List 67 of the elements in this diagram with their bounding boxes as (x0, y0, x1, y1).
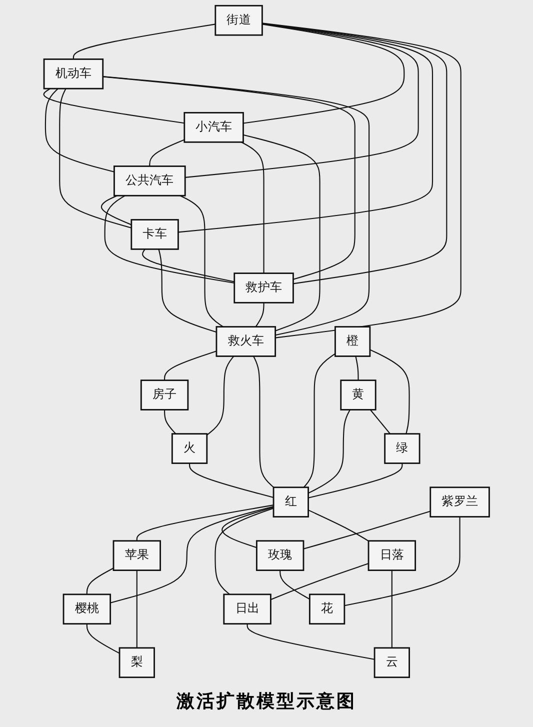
node-box: 绿 (384, 433, 420, 464)
connector (149, 139, 185, 166)
connector (142, 248, 234, 282)
connector (136, 570, 138, 648)
connector (206, 356, 234, 436)
connector (308, 463, 403, 498)
node-box: 火 (171, 433, 208, 464)
node-box: 房子 (140, 380, 189, 410)
connector (308, 510, 369, 542)
connector (303, 510, 431, 550)
connector (164, 350, 217, 380)
connector (303, 353, 336, 488)
connector (241, 142, 264, 274)
connector (280, 570, 310, 600)
connector (243, 24, 405, 124)
connector (100, 195, 132, 226)
connector (370, 409, 391, 434)
connector (308, 409, 351, 494)
connector (102, 76, 356, 280)
connector (189, 463, 274, 498)
node-box: 街道 (214, 4, 263, 36)
connector (344, 516, 460, 606)
node-box: 梨 (118, 647, 155, 678)
connector (72, 24, 216, 60)
connector (44, 88, 114, 172)
connector (214, 508, 274, 595)
node-box: 机动车 (43, 58, 104, 90)
connector (355, 356, 359, 380)
node-box: 红 (272, 486, 309, 518)
node-box: 云 (374, 647, 410, 678)
node-box: 玫瑰 (256, 540, 304, 571)
connector (104, 195, 234, 284)
connector (270, 563, 369, 600)
connector (243, 134, 320, 332)
connector (246, 624, 375, 660)
connector (102, 76, 370, 336)
connector (185, 23, 419, 178)
connector (136, 504, 274, 541)
connector (253, 356, 274, 488)
connector (86, 624, 120, 654)
node-box: 救护车 (234, 272, 294, 304)
connector (262, 22, 462, 338)
connector (370, 349, 410, 434)
connector (164, 410, 176, 434)
connector (222, 506, 274, 548)
node-box: 黄 (340, 380, 376, 410)
node-box: 紫罗兰 (430, 486, 490, 518)
figure-caption: 激活扩散模型示意图 (176, 690, 356, 714)
node-box: 日出 (223, 594, 272, 625)
node-box: 救火车 (216, 326, 276, 357)
connector (391, 570, 392, 648)
connector (110, 506, 274, 604)
node-box: 花 (308, 594, 346, 625)
node-box: 公共汽车 (114, 166, 186, 196)
node-box: 苹果 (112, 540, 161, 571)
connector (255, 302, 264, 328)
connector (178, 23, 434, 233)
node-box: 樱桃 (62, 594, 112, 625)
connector (158, 249, 217, 333)
connector (59, 88, 132, 228)
node-box: 橙 (334, 326, 371, 357)
connector (43, 88, 184, 124)
connector (180, 195, 224, 328)
node-box: 卡车 (130, 219, 179, 250)
connector (86, 568, 114, 594)
node-box: 日落 (368, 540, 416, 571)
node-box: 小汽车 (184, 112, 244, 143)
